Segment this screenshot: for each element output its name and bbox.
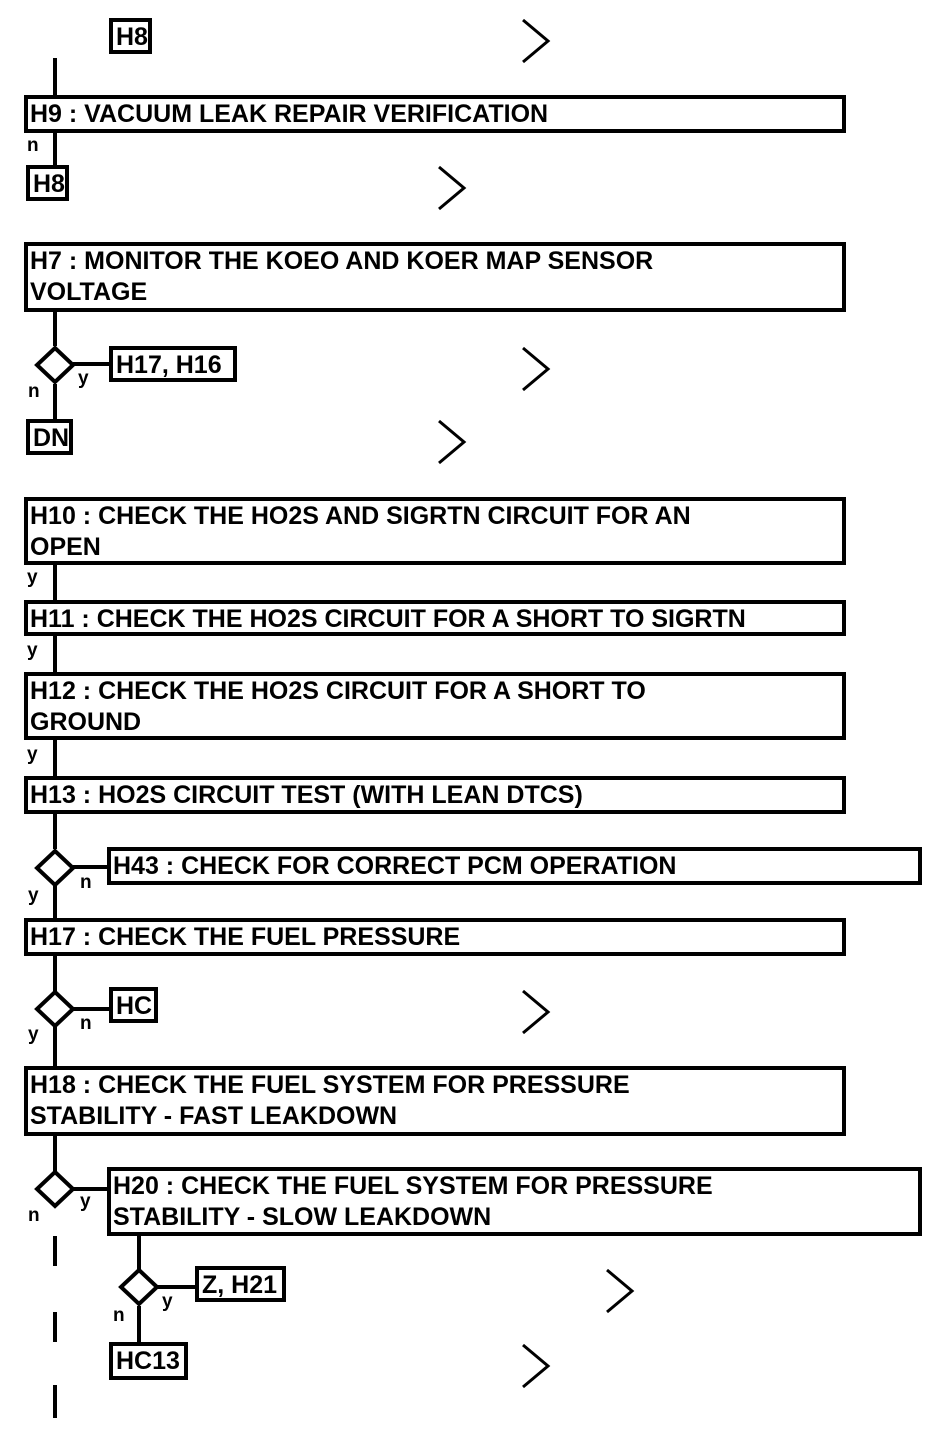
branch-label-yes: y: [162, 1291, 173, 1312]
branch-label-no: n: [80, 1013, 92, 1034]
branch-label-yes: y: [27, 744, 38, 765]
chevron-right-icon: [606, 1268, 635, 1314]
step-box-h17[interactable]: H17 : CHECK THE FUEL PRESSURE: [24, 918, 846, 956]
step-box-h12[interactable]: H12 : CHECK THE HO2S CIRCUIT FOR A SHORT…: [24, 672, 846, 740]
step-box-h13[interactable]: H13 : HO2S CIRCUIT TEST (WITH LEAN DTCS): [24, 776, 846, 814]
decision-diamond: [34, 345, 76, 385]
chevron-right-icon: [522, 18, 551, 64]
ref-box-h8[interactable]: H8: [26, 165, 69, 201]
ref-box-h8[interactable]: H8: [109, 18, 152, 54]
step-box-h7[interactable]: H7 : MONITOR THE KOEO AND KOER MAP SENSO…: [24, 242, 846, 312]
ref-box-h17-h16[interactable]: H17, H16: [109, 346, 237, 382]
branch-label-yes: y: [27, 640, 38, 661]
branch-label-no: n: [28, 1205, 40, 1226]
step-box-h20[interactable]: H20 : CHECK THE FUEL SYSTEM FOR PRESSURE…: [107, 1167, 922, 1236]
branch-label-no: n: [80, 872, 92, 893]
chevron-right-icon: [522, 989, 551, 1035]
chevron-right-icon: [438, 419, 467, 465]
step-box-h18[interactable]: H18 : CHECK THE FUEL SYSTEM FOR PRESSURE…: [24, 1066, 846, 1136]
step-box-h43[interactable]: H43 : CHECK FOR CORRECT PCM OPERATION: [107, 847, 922, 885]
branch-label-no: n: [28, 381, 40, 402]
decision-diamond: [34, 989, 76, 1029]
branch-label-no: n: [113, 1305, 125, 1326]
step-box-h11[interactable]: H11 : CHECK THE HO2S CIRCUIT FOR A SHORT…: [24, 600, 846, 636]
branch-label-yes: y: [27, 567, 38, 588]
step-box-h10[interactable]: H10 : CHECK THE HO2S AND SIGRTN CIRCUIT …: [24, 497, 846, 565]
branch-label-yes: y: [28, 1024, 39, 1045]
decision-diamond: [118, 1267, 160, 1307]
branch-label-yes: y: [78, 368, 89, 389]
decision-diamond: [34, 848, 76, 888]
decision-diamond: [34, 1169, 76, 1209]
ref-box-hc13[interactable]: HC13: [109, 1342, 188, 1380]
branch-label-no: n: [27, 135, 39, 156]
ref-box-z-h21[interactable]: Z, H21: [195, 1266, 286, 1302]
chevron-right-icon: [522, 346, 551, 392]
chevron-right-icon: [438, 165, 467, 211]
ref-box-hc[interactable]: HC: [109, 987, 158, 1023]
branch-label-yes: y: [28, 885, 39, 906]
step-box-h9[interactable]: H9 : VACUUM LEAK REPAIR VERIFICATION: [24, 95, 846, 133]
branch-label-yes: y: [80, 1191, 91, 1212]
chevron-right-icon: [522, 1343, 551, 1389]
ref-box-dn[interactable]: DN: [26, 419, 73, 455]
